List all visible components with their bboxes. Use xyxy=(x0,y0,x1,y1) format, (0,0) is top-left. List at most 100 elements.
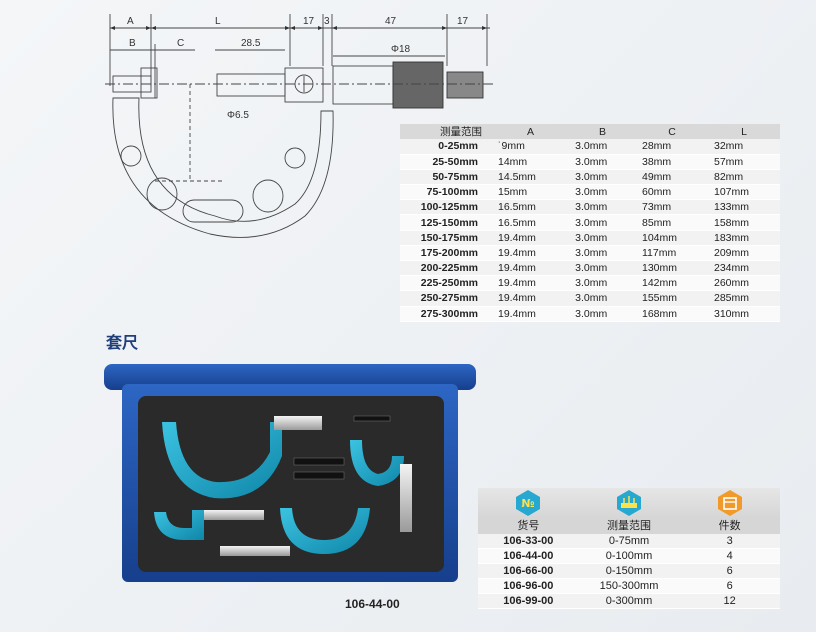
ruler-icon xyxy=(617,490,641,516)
dim-47: 47 xyxy=(385,16,397,27)
table-cell: 0-75mm xyxy=(608,535,650,547)
kit-icon-cell: № xyxy=(478,488,579,518)
table-cell: 14mm xyxy=(492,154,570,170)
table-cell: 6 xyxy=(726,580,733,592)
box-icon xyxy=(717,490,742,516)
table-cell: 106-99-00 xyxy=(503,595,554,607)
dim-L: L xyxy=(215,16,221,27)
table-cell: 85mm xyxy=(635,214,708,231)
dim-3: 3 xyxy=(324,16,330,27)
spec-table-header: 测量范围 A B C L xyxy=(400,124,780,139)
table-cell: 3.0mm xyxy=(569,230,636,246)
table-cell: 19.4mm xyxy=(492,290,570,307)
table-cell: 150-300mm xyxy=(599,580,659,592)
table-cell: 0-150mm xyxy=(605,565,653,577)
table-cell: 19.4mm xyxy=(492,275,570,291)
micrometer-set-photo xyxy=(104,364,476,582)
table-cell: 19.4mm xyxy=(492,260,570,276)
table-cell: 32mm xyxy=(707,139,780,155)
table-cell: 3.0mm xyxy=(569,245,636,261)
dim-phi18: Φ18 xyxy=(391,44,411,55)
table-cell: 225-250mm xyxy=(400,275,492,291)
table-cell: 60mm xyxy=(635,184,708,200)
table-cell: 168mm xyxy=(635,306,708,322)
table-cell: 6 xyxy=(726,565,733,577)
table-cell: 16.5mm xyxy=(492,214,570,231)
table-cell: 3.0mm xyxy=(569,260,636,276)
table-cell: 82mm xyxy=(707,169,780,185)
table-cell: 19.4mm xyxy=(492,306,570,322)
table-row: 106-96-00 150-300mm 6 xyxy=(478,579,780,594)
table-cell: 3.0mm xyxy=(569,154,636,170)
dim-28-5: 28.5 xyxy=(241,38,261,49)
table-cell: 0-300mm xyxy=(605,595,653,607)
table-cell: 3.0mm xyxy=(569,290,636,307)
table-cell: 150-175mm xyxy=(400,230,492,246)
col-header: 货号 xyxy=(517,520,540,532)
table-cell: 3.0mm xyxy=(569,169,636,185)
table-cell: 142mm xyxy=(635,275,708,291)
table-cell: 3.0mm xyxy=(569,199,636,215)
table-cell: 3.0mm xyxy=(569,139,636,155)
table-cell: ˙9mm xyxy=(492,139,570,155)
table-cell: 175-200mm xyxy=(400,245,492,261)
dim-phi6-5: Φ6.5 xyxy=(227,110,249,121)
table-cell: 234mm xyxy=(707,260,780,276)
table-cell: 25-50mm xyxy=(400,154,492,170)
dim-17-right: 17 xyxy=(457,16,469,27)
table-cell: 285mm xyxy=(707,290,780,307)
table-cell: 0-100mm xyxy=(605,550,653,562)
table-cell: 75-100mm xyxy=(400,184,492,200)
table-cell: 57mm xyxy=(707,154,780,170)
table-cell: 12 xyxy=(723,595,736,607)
table-cell: 130mm xyxy=(635,260,708,276)
table-cell: 15mm xyxy=(492,184,570,200)
table-cell: 49mm xyxy=(635,169,708,185)
table-cell: 16.5mm xyxy=(492,199,570,215)
table-cell: 50-75mm xyxy=(400,169,492,185)
dim-A: A xyxy=(127,16,134,27)
kit-table-header: 货号 测量范围 件数 xyxy=(478,518,780,534)
kit-icon-row: № xyxy=(478,488,780,518)
table-cell: 3 xyxy=(726,535,733,547)
number-icon-text: № xyxy=(522,497,535,510)
table-cell: 125-150mm xyxy=(400,214,492,231)
table-cell: 158mm xyxy=(707,214,780,231)
table-cell: 310mm xyxy=(707,306,780,322)
table-cell: 14.5mm xyxy=(492,169,570,185)
table-cell: 0-25mm xyxy=(400,139,492,155)
table-cell: 19.4mm xyxy=(492,245,570,261)
table-row: 106-99-00 0-300mm 12 xyxy=(478,594,780,609)
table-cell: 19.4mm xyxy=(492,230,570,246)
table-cell: 260mm xyxy=(707,275,780,291)
dim-C: C xyxy=(177,38,184,49)
table-cell: 275-300mm xyxy=(400,306,492,322)
table-cell: 107mm xyxy=(707,184,780,200)
table-cell: 3.0mm xyxy=(569,184,636,200)
table-cell: 106-96-00 xyxy=(503,580,554,592)
section-title: 套尺 xyxy=(106,335,139,352)
table-cell: 100-125mm xyxy=(400,199,492,215)
table-cell: 73mm xyxy=(635,199,708,215)
col-header: A xyxy=(492,124,570,139)
table-cell: 104mm xyxy=(635,230,708,246)
model-caption: 106-44-00 xyxy=(345,597,400,611)
table-cell: 183mm xyxy=(707,230,780,246)
table-cell: 106-66-00 xyxy=(503,565,554,577)
table-cell: 28mm xyxy=(635,139,708,155)
kit-icon-cell xyxy=(679,488,780,518)
table-cell: 4 xyxy=(726,550,733,562)
